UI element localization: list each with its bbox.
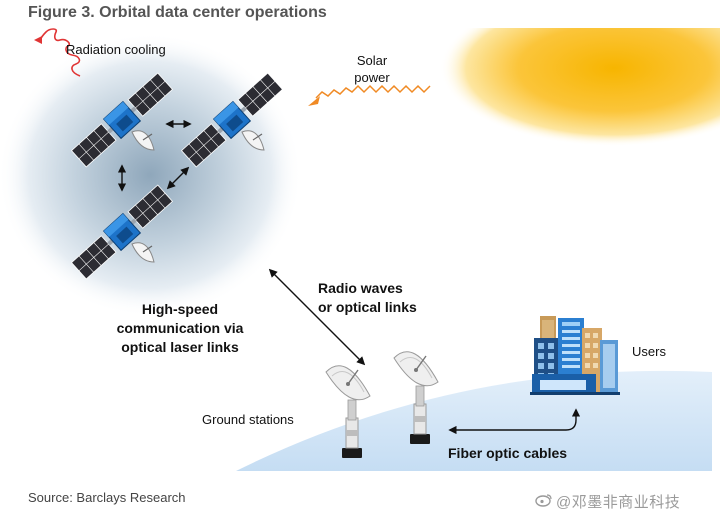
solar-wave-icon bbox=[308, 84, 431, 106]
fiber-cable-arrow bbox=[448, 408, 581, 435]
figure-title: Figure 3. Orbital data center operations bbox=[28, 4, 327, 21]
ground-stations-label: Ground stations bbox=[202, 412, 294, 427]
users-label: Users bbox=[632, 344, 666, 359]
laser-links-line-2: communication via bbox=[116, 320, 244, 336]
laser-links-line-3: optical laser links bbox=[121, 339, 239, 355]
source-note: Source: Barclays Research bbox=[28, 490, 186, 505]
weibo-logo-icon bbox=[535, 493, 553, 511]
laser-links-line-1: High-speed bbox=[141, 301, 219, 317]
radio-waves-line-1: Radio waves bbox=[318, 280, 403, 296]
watermark: @邓墨非商业科技 bbox=[535, 491, 680, 512]
solar-power-line-1: Solar bbox=[356, 53, 388, 68]
fiber-optic-label: Fiber optic cables bbox=[448, 445, 568, 461]
laser-links-label: High-speed communication via optical las… bbox=[100, 300, 260, 357]
city-buildings-icon bbox=[530, 316, 620, 395]
laser-link-arrows bbox=[117, 119, 192, 192]
sun-icon bbox=[440, 28, 720, 154]
radio-waves-label: Radio waves or optical links bbox=[318, 279, 448, 317]
radiation-cooling-label: Radiation cooling bbox=[66, 42, 166, 57]
solar-power-line-2: power bbox=[354, 70, 390, 85]
radio-waves-line-2: or optical links bbox=[318, 299, 417, 315]
radio-link-arrow bbox=[268, 268, 366, 366]
watermark-text: @邓墨非商业科技 bbox=[556, 494, 681, 511]
solar-power-label: Solar power bbox=[350, 52, 394, 86]
orbit-glow bbox=[0, 33, 302, 317]
radiation-wave-icon bbox=[34, 28, 81, 77]
